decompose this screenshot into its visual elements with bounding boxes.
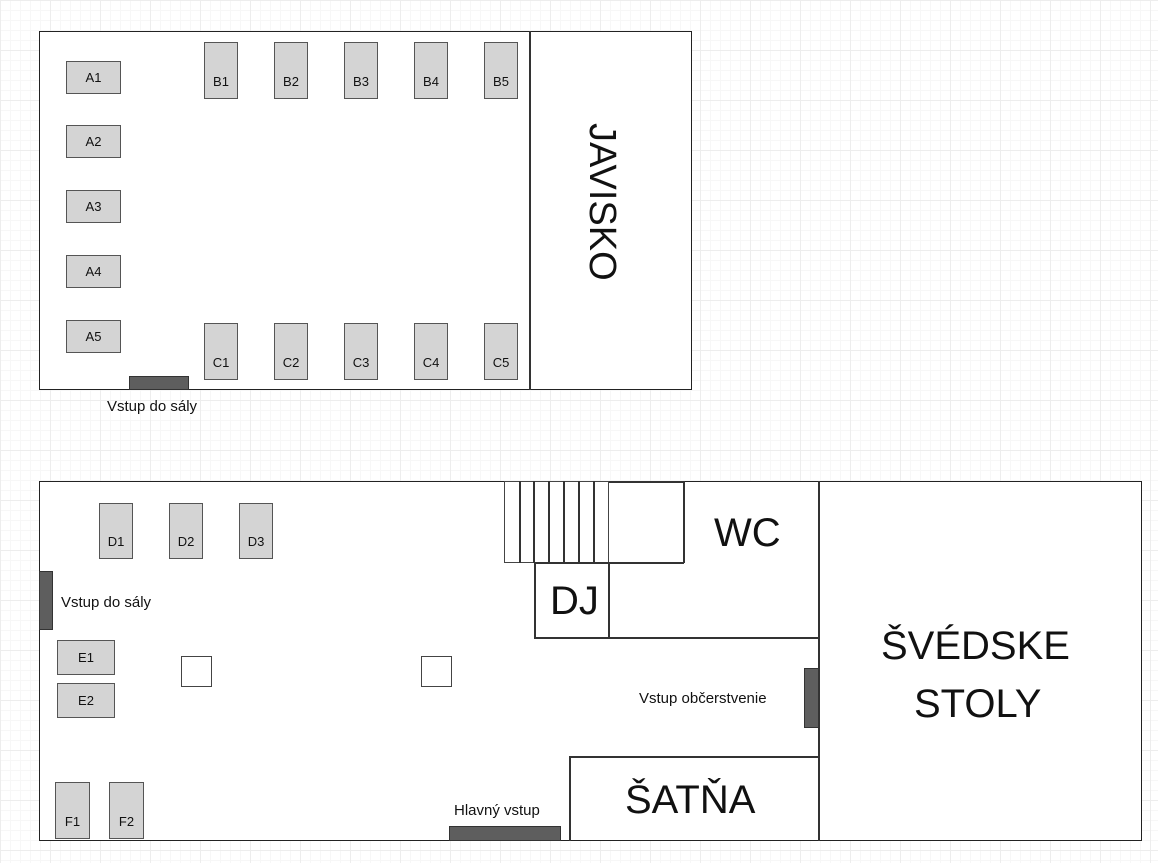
table-b3[interactable]: B3 xyxy=(344,42,378,99)
table-c3[interactable]: C3 xyxy=(344,323,378,380)
dj-booth-left xyxy=(534,562,536,638)
wc-label: WC xyxy=(714,511,781,555)
table-d1[interactable]: D1 xyxy=(99,503,133,559)
table-d3[interactable]: D3 xyxy=(239,503,273,559)
table-b4[interactable]: B4 xyxy=(414,42,448,99)
cloakroom-left xyxy=(569,756,571,841)
pillar xyxy=(421,656,452,687)
stair-step xyxy=(563,481,565,563)
table-e2[interactable]: E2 xyxy=(57,683,115,718)
hall-entrance-label: Vstup do sály xyxy=(107,398,198,415)
table-b5[interactable]: B5 xyxy=(484,42,518,99)
landing-right xyxy=(683,481,685,563)
lobby-hall-entrance-door xyxy=(39,571,53,630)
cloakroom-top xyxy=(569,756,819,758)
table-a4[interactable]: A4 xyxy=(66,255,121,288)
table-c4[interactable]: C4 xyxy=(414,323,448,380)
table-e1[interactable]: E1 xyxy=(57,640,115,675)
buffet-divider xyxy=(818,481,820,841)
hall-entrance-door xyxy=(129,376,189,390)
stage-divider xyxy=(529,31,531,390)
dj-label: DJ xyxy=(550,579,599,623)
table-b2[interactable]: B2 xyxy=(274,42,308,99)
main-entrance-door xyxy=(449,826,561,841)
buffet-label-line2: STOLY xyxy=(914,682,1042,726)
dj-booth-divider xyxy=(608,562,610,638)
refreshment-entrance-door xyxy=(804,668,819,728)
cloakroom-label: ŠATŇA xyxy=(625,778,756,822)
pillar xyxy=(181,656,212,687)
main-entrance-label: Hlavný vstup xyxy=(454,802,540,819)
table-c2[interactable]: C2 xyxy=(274,323,308,380)
table-b1[interactable]: B1 xyxy=(204,42,238,99)
table-a3[interactable]: A3 xyxy=(66,190,121,223)
stage-label: JAVISKO xyxy=(581,123,623,281)
table-f1[interactable]: F1 xyxy=(55,782,90,839)
table-a5[interactable]: A5 xyxy=(66,320,121,353)
table-f2[interactable]: F2 xyxy=(109,782,144,839)
dj-booth-bottom xyxy=(534,637,819,639)
lobby-hall-entrance-label: Vstup do sály xyxy=(61,594,152,611)
table-c5[interactable]: C5 xyxy=(484,323,518,380)
table-a2[interactable]: A2 xyxy=(66,125,121,158)
stair-step xyxy=(548,481,550,563)
table-d2[interactable]: D2 xyxy=(169,503,203,559)
table-a1[interactable]: A1 xyxy=(66,61,121,94)
stair-step xyxy=(519,481,521,563)
refreshment-entrance-label: Vstup občerstvenie xyxy=(639,690,767,707)
buffet-label-line1: ŠVÉDSKE xyxy=(881,624,1070,668)
stair-step xyxy=(533,481,535,563)
landing-top xyxy=(609,481,684,483)
stair-step xyxy=(593,481,595,563)
table-c1[interactable]: C1 xyxy=(204,323,238,380)
stair-step xyxy=(578,481,580,563)
